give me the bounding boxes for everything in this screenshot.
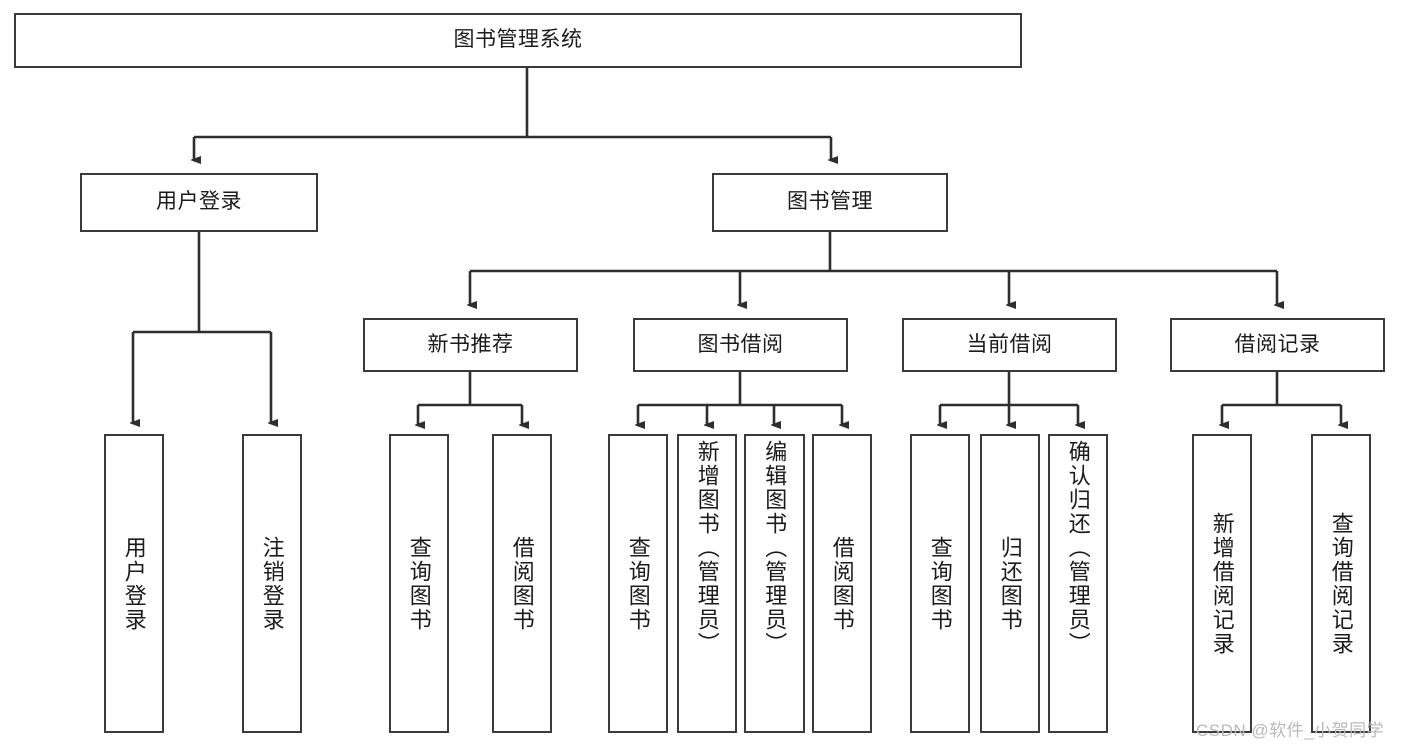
node-new-book-recommend-label: 新书推荐 — [427, 332, 514, 356]
node-leaf-borrow-book-2-label: 借阅图书 — [829, 535, 855, 632]
node-leaf-borrow-book-1-label: 借阅图书 — [509, 535, 535, 632]
node-current-borrow[interactable]: 当前借阅 — [902, 318, 1117, 372]
node-root-system-label: 图书管理系统 — [453, 28, 583, 52]
node-book-management[interactable]: 图书管理 — [712, 173, 948, 232]
node-leaf-query-book-1[interactable]: 查询图书 — [389, 434, 449, 733]
node-leaf-query-book-2-label: 查询图书 — [625, 535, 651, 632]
node-new-book-recommend[interactable]: 新书推荐 — [363, 318, 578, 372]
node-leaf-confirm-return[interactable]: 确认归还（管理员） — [1048, 434, 1108, 733]
node-root-system[interactable]: 图书管理系统 — [14, 13, 1022, 68]
node-leaf-logout[interactable]: 注销登录 — [242, 434, 302, 733]
node-leaf-confirm-return-label: 确认归还（管理员） — [1065, 440, 1091, 656]
node-leaf-query-book-1-label: 查询图书 — [406, 535, 432, 632]
node-leaf-add-record[interactable]: 新增借阅记录 — [1192, 434, 1252, 733]
node-user-login[interactable]: 用户登录 — [80, 173, 318, 232]
node-leaf-query-record-label: 查询借阅记录 — [1328, 511, 1354, 656]
node-leaf-add-record-label: 新增借阅记录 — [1209, 511, 1235, 656]
node-leaf-borrow-book-2[interactable]: 借阅图书 — [812, 434, 872, 733]
node-leaf-query-book-3-label: 查询图书 — [927, 535, 953, 632]
node-leaf-borrow-book-1[interactable]: 借阅图书 — [492, 434, 552, 733]
node-book-borrow-label: 图书借阅 — [697, 332, 784, 356]
node-leaf-query-record[interactable]: 查询借阅记录 — [1311, 434, 1371, 733]
node-leaf-return-book-label: 归还图书 — [997, 535, 1023, 632]
node-leaf-query-book-2[interactable]: 查询图书 — [608, 434, 668, 733]
node-current-borrow-label: 当前借阅 — [966, 332, 1053, 356]
node-leaf-edit-book-label: 编辑图书（管理员） — [762, 440, 788, 656]
node-leaf-user-login-label: 用户登录 — [121, 535, 147, 632]
node-leaf-logout-label: 注销登录 — [259, 535, 285, 632]
node-leaf-query-book-3[interactable]: 查询图书 — [910, 434, 970, 733]
node-leaf-add-book-label: 新增图书（管理员） — [694, 440, 720, 656]
node-leaf-user-login[interactable]: 用户登录 — [104, 434, 164, 733]
node-borrow-record-label: 借阅记录 — [1234, 332, 1321, 356]
node-leaf-add-book[interactable]: 新增图书（管理员） — [677, 434, 737, 733]
node-book-borrow[interactable]: 图书借阅 — [633, 318, 848, 372]
node-borrow-record[interactable]: 借阅记录 — [1170, 318, 1385, 372]
node-book-management-label: 图书管理 — [787, 190, 873, 214]
node-leaf-return-book[interactable]: 归还图书 — [980, 434, 1040, 733]
csdn-watermark: CSDN @软件_小贺同学 — [1196, 721, 1385, 740]
node-leaf-edit-book[interactable]: 编辑图书（管理员） — [744, 434, 805, 733]
node-user-login-label: 用户登录 — [156, 190, 242, 214]
